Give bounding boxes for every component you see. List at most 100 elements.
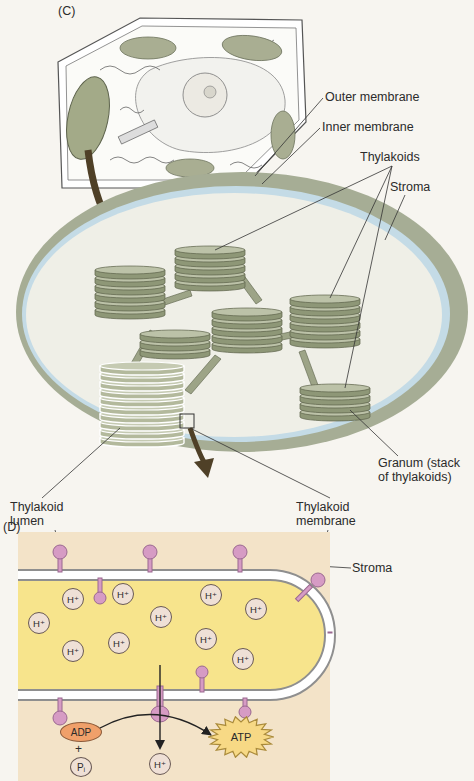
phosphate-circle: Pᵢ [70,757,92,777]
thylakoid-panel [18,532,330,781]
thylakoid-panel [18,575,330,695]
node-text: H⁺ [205,590,217,601]
node-text: H⁺ [200,634,212,645]
stroma-lamella [185,355,221,394]
granum-stack [300,384,370,397]
leader-line [262,128,320,184]
atp-synthase [53,711,67,725]
atp-synthase [53,545,67,559]
granum-stack [212,308,282,321]
proton-flow-arrow [155,665,165,750]
sectioned-granum [100,362,194,447]
node-text: H⁺ [117,589,129,600]
proton-flow-arrow [155,740,165,750]
sectioned-granum [100,362,184,375]
atp-starburst: ATP [208,716,274,758]
chloroplast [16,172,468,452]
plus-sign: + [75,742,95,756]
plant-cell [183,73,227,117]
part-label: Thylakoids [360,150,470,164]
atp-synthase [233,545,247,559]
node-text: H⁺ [67,646,79,657]
proton-circle: H⁺ [150,606,172,628]
plant-cell [60,73,117,163]
proton-flow-arrow [159,665,160,742]
proton-circle: H⁺ [62,640,84,662]
node-text: ATP [231,731,252,743]
proton-circle: H⁺ [232,648,254,670]
part-label: Stroma [390,180,470,194]
proton-circle: H⁺ [195,628,217,650]
plant-cell [118,120,158,144]
atp-synthase [196,666,208,678]
chloroplast [26,193,442,437]
adp-oval: ADP [60,722,102,742]
node-text: H⁺ [237,654,249,665]
thylakoid-panel [18,575,330,695]
leader-line [215,166,392,250]
zoom-arrow [190,428,204,462]
atp-synthase [94,592,106,604]
node-text: H⁺ [33,618,45,629]
granum-stack [95,246,370,421]
proton-circle: H⁺ [28,612,50,634]
node-text: H⁺ [250,604,262,615]
plant-cell [204,86,216,98]
atp-synthase [311,573,325,587]
plant-cell [271,111,295,159]
node-text: ADP [71,727,92,738]
zoom-arrow [194,458,214,478]
sectioned-granum [180,414,194,428]
granum-stack [175,246,245,259]
proton-circle: H⁺ [62,588,84,610]
granum-stack [290,295,360,308]
leader-line [42,98,405,592]
granum-stack [95,266,165,279]
node-text: H⁺ [67,594,79,605]
proton-circle: H⁺ [245,598,267,620]
panel-letter: (C) [58,4,98,18]
part-label: Granum (stack of thylakoids) [378,456,472,484]
stroma-lamella [299,350,318,387]
zoom-arrow [190,428,214,478]
leader-line [255,98,323,176]
chloroplast [22,186,450,442]
proton-circle: H⁺ [108,632,130,654]
node-text: H⁺ [113,638,125,649]
atp-synthase [328,632,332,633]
leader-line [42,428,120,498]
proton-circle: H⁺ [200,584,222,606]
node-text: H⁺ [155,612,167,623]
atp-synthase [296,585,313,602]
thylakoid-panel [18,532,330,781]
leader-line [385,195,405,240]
part-label: Outer membrane [325,90,465,104]
chloroplast [16,172,468,452]
plant-cell [221,32,284,64]
atp-synthase [239,706,251,718]
leader-line [190,428,330,498]
leader-line [345,166,392,388]
plant-cell [100,66,262,168]
part-label: Thylakoid membrane [296,500,386,528]
part-label: Stroma [352,561,432,575]
plant-cell [136,58,286,153]
leader-line [330,166,392,298]
node-text: Pᵢ [77,762,85,773]
plant-cell [58,18,306,188]
starburst-outline [209,717,274,758]
plant-cell [120,37,176,59]
reaction-arrow [100,715,211,735]
atp-synthase [143,545,157,559]
part-label: Thylakoid lumen [10,500,82,528]
node-text: H⁺ [154,759,166,770]
proton-circle: H⁺ [149,753,171,775]
granum-stack [140,330,210,343]
plant-cell [58,18,306,188]
proton-circle: H⁺ [112,583,134,605]
panel-letter: (D) [3,520,43,534]
part-label: Inner membrane [322,120,462,134]
leader-line [350,410,398,456]
atp-synthase [53,545,332,725]
